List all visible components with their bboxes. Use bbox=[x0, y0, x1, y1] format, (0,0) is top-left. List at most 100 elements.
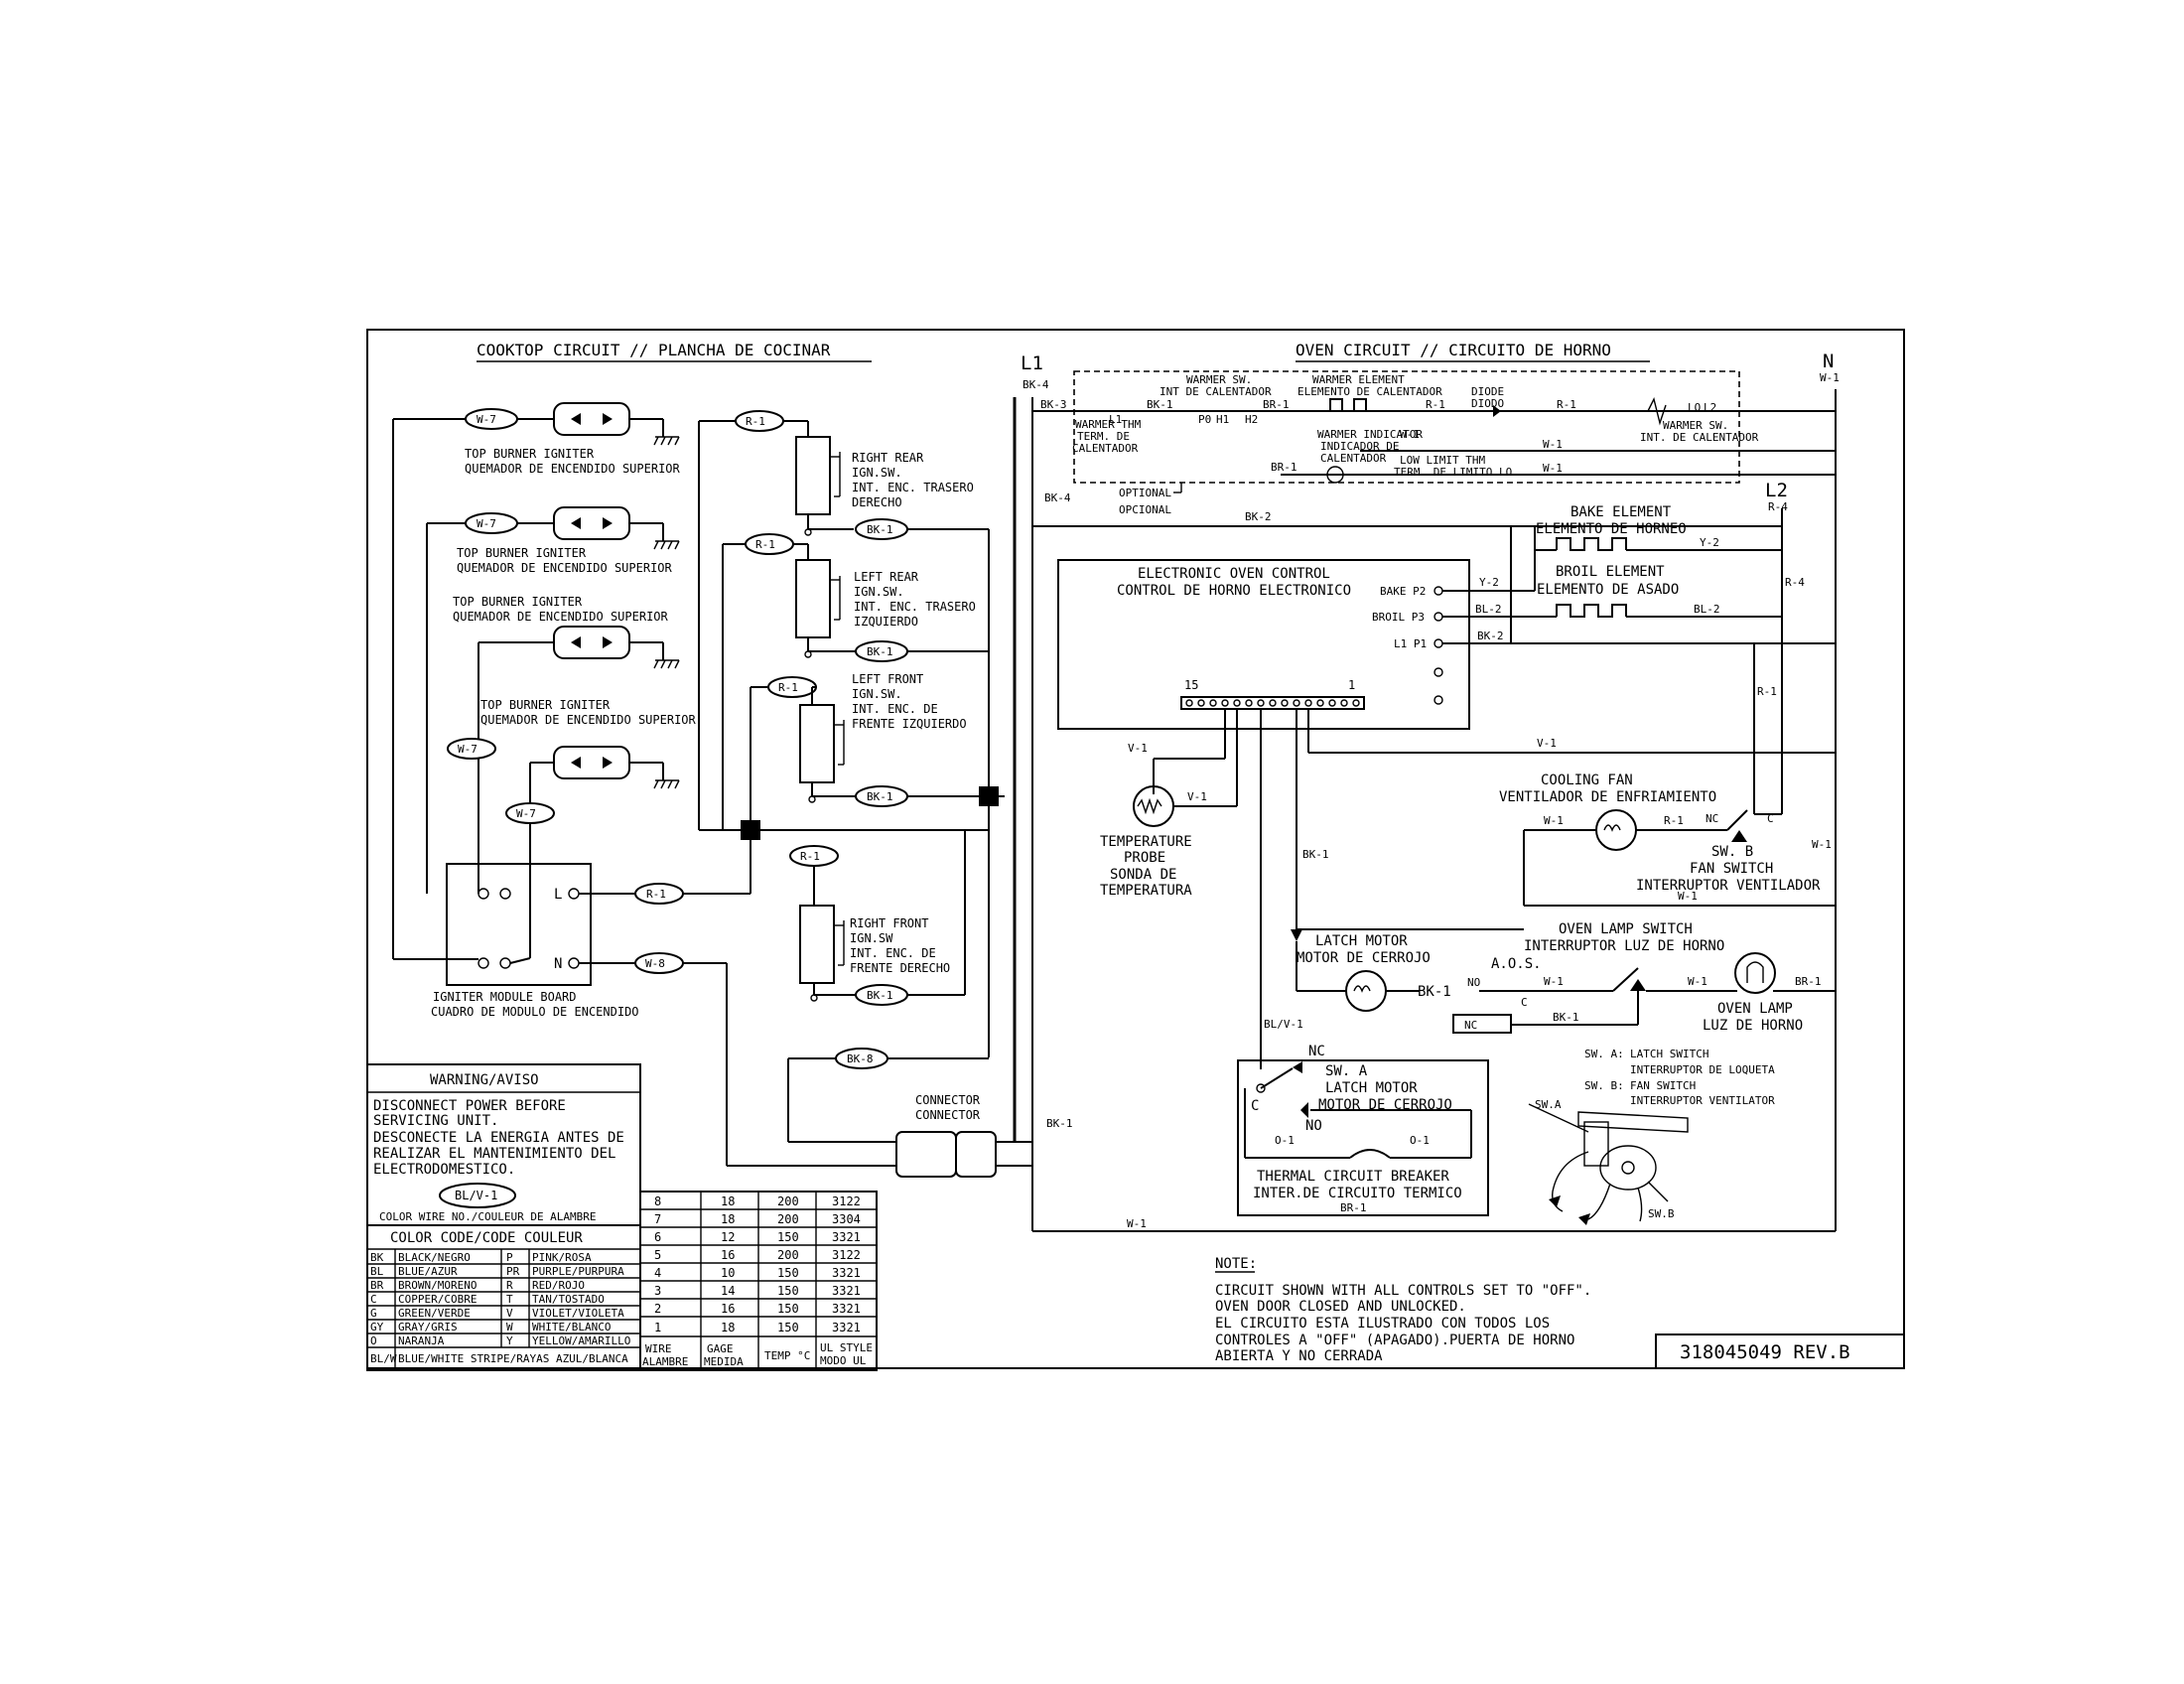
svg-text:WARMER SW.: WARMER SW. bbox=[1186, 373, 1252, 386]
svg-text:P0: P0 bbox=[1198, 413, 1211, 426]
svg-text:TOP BURNER IGNITER: TOP BURNER IGNITER bbox=[453, 595, 583, 609]
svg-text:EL CIRCUITO ESTA ILUSTRADO CON: EL CIRCUITO ESTA ILUSTRADO CON TODOS LOS bbox=[1215, 1316, 1550, 1332]
svg-text:L1: L1 bbox=[1109, 413, 1122, 426]
svg-text:SW. A: SW. A bbox=[1325, 1063, 1368, 1079]
svg-text:INTER.DE CIRCUITO TERMICO: INTER.DE CIRCUITO TERMICO bbox=[1253, 1186, 1462, 1201]
svg-text:R-1: R-1 bbox=[746, 415, 765, 428]
svg-text:NC: NC bbox=[1308, 1044, 1325, 1059]
svg-text:18: 18 bbox=[721, 1321, 735, 1334]
svg-text:INTERRUPTOR VENTILADOR: INTERRUPTOR VENTILADOR bbox=[1636, 878, 1821, 894]
warning-box: WARNING/AVISO DISCONNECT POWER BEFORE SE… bbox=[366, 1063, 641, 1226]
svg-text:P: P bbox=[506, 1251, 513, 1264]
svg-text:LATCH MOTOR: LATCH MOTOR bbox=[1325, 1080, 1418, 1096]
svg-text:IGN.SW.: IGN.SW. bbox=[852, 466, 902, 480]
svg-text:TEMPERATURE: TEMPERATURE bbox=[1100, 834, 1192, 850]
svg-text:BR: BR bbox=[370, 1279, 384, 1292]
svg-text:SW.A: SW.A bbox=[1535, 1098, 1562, 1111]
svg-text:A.O.S.: A.O.S. bbox=[1491, 956, 1542, 972]
svg-text:10: 10 bbox=[721, 1266, 735, 1280]
svg-text:WARMER THM: WARMER THM bbox=[1075, 418, 1142, 431]
svg-text:CONNECTOR: CONNECTOR bbox=[915, 1093, 981, 1107]
svg-text:Y-2: Y-2 bbox=[1479, 576, 1499, 589]
svg-text:IGN.SW: IGN.SW bbox=[850, 931, 893, 945]
svg-text:CONTROL DE HORNO ELECTRONICO: CONTROL DE HORNO ELECTRONICO bbox=[1117, 583, 1351, 599]
svg-text:MOTOR DE CERROJO: MOTOR DE CERROJO bbox=[1297, 950, 1431, 966]
svg-text:6: 6 bbox=[654, 1230, 661, 1244]
svg-text:L1 P1: L1 P1 bbox=[1394, 637, 1427, 650]
svg-text:CIRCUIT SHOWN WITH ALL CONTROL: CIRCUIT SHOWN WITH ALL CONTROLS SET TO "… bbox=[1215, 1283, 1591, 1299]
svg-text:R-1: R-1 bbox=[1664, 814, 1684, 827]
oven-section: OVEN CIRCUIT // CIRCUITO DE HORNO L1 BK-… bbox=[1013, 341, 1840, 1232]
svg-text:WARMER ELEMENT: WARMER ELEMENT bbox=[1312, 373, 1405, 386]
svg-text:BL-2: BL-2 bbox=[1475, 603, 1502, 616]
svg-text:IGN.SW.: IGN.SW. bbox=[852, 687, 902, 701]
svg-text:WARMER INDICATOR: WARMER INDICATOR bbox=[1317, 428, 1423, 441]
svg-text:R-1: R-1 bbox=[778, 681, 798, 694]
oven-lamp-switch: OVEN LAMP SWITCH INTERRUPTOR LUZ DE HORN… bbox=[1524, 921, 1836, 992]
svg-text:R-4: R-4 bbox=[1768, 500, 1788, 513]
svg-text:GAGE: GAGE bbox=[707, 1342, 734, 1355]
svg-text:1: 1 bbox=[654, 1321, 661, 1334]
top-burner-igniter: TOP BURNER IGNITER QUEMADOR DE ENCENDIDO… bbox=[453, 595, 680, 894]
svg-text:O-1: O-1 bbox=[1275, 1134, 1295, 1147]
svg-text:ELECTRONIC OVEN CONTROL: ELECTRONIC OVEN CONTROL bbox=[1138, 566, 1330, 582]
svg-text:CUADRO DE MODULO DE ENCENDIDO: CUADRO DE MODULO DE ENCENDIDO bbox=[431, 1005, 639, 1019]
svg-text:H2: H2 bbox=[1245, 413, 1258, 426]
svg-text:14: 14 bbox=[721, 1284, 735, 1298]
svg-text:SW.B: SW.B bbox=[1648, 1207, 1675, 1220]
svg-text:DESCONECTE LA ENERGIA ANTES DE: DESCONECTE LA ENERGIA ANTES DE bbox=[373, 1130, 624, 1146]
svg-text:V-1: V-1 bbox=[1537, 737, 1557, 750]
svg-text:1: 1 bbox=[1348, 678, 1355, 692]
svg-text:W-1: W-1 bbox=[1544, 975, 1564, 988]
svg-text:G: G bbox=[370, 1307, 377, 1320]
svg-text:BK-1: BK-1 bbox=[1046, 1117, 1073, 1130]
svg-text:T: T bbox=[506, 1293, 513, 1306]
svg-text:VENTILADOR DE ENFRIAMIENTO: VENTILADOR DE ENFRIAMIENTO bbox=[1499, 789, 1716, 805]
svg-text:18: 18 bbox=[721, 1194, 735, 1208]
svg-text:C: C bbox=[1251, 1098, 1259, 1114]
svg-text:N: N bbox=[1823, 351, 1834, 372]
svg-text:W-1: W-1 bbox=[1688, 975, 1707, 988]
svg-text:RED/ROJO: RED/ROJO bbox=[532, 1279, 585, 1292]
svg-text:WHITE/BLANCO: WHITE/BLANCO bbox=[532, 1321, 611, 1333]
svg-text:3321: 3321 bbox=[832, 1230, 861, 1244]
svg-text:Y-2: Y-2 bbox=[1700, 536, 1719, 549]
svg-text:INT DE CALENTADOR: INT DE CALENTADOR bbox=[1160, 385, 1272, 398]
svg-text:BK: BK bbox=[370, 1251, 384, 1264]
warning-title: WARNING/AVISO bbox=[430, 1072, 539, 1088]
svg-text:ELECTRODOMESTICO.: ELECTRODOMESTICO. bbox=[373, 1162, 515, 1178]
svg-text:COOLING FAN: COOLING FAN bbox=[1541, 772, 1633, 788]
svg-text:12: 12 bbox=[721, 1230, 735, 1244]
svg-text:LEFT FRONT: LEFT FRONT bbox=[852, 672, 923, 686]
svg-text:SONDA DE: SONDA DE bbox=[1110, 867, 1176, 883]
svg-text:L2: L2 bbox=[1704, 401, 1716, 414]
svg-text:PROBE: PROBE bbox=[1124, 850, 1165, 866]
svg-text:BK-1: BK-1 bbox=[867, 790, 893, 803]
svg-text:8: 8 bbox=[654, 1194, 661, 1208]
svg-text:TAN/TOSTADO: TAN/TOSTADO bbox=[532, 1293, 605, 1306]
svg-text:OVEN LAMP: OVEN LAMP bbox=[1717, 1001, 1793, 1017]
svg-text:BK-1: BK-1 bbox=[1553, 1011, 1579, 1024]
svg-text:SW. A:: SW. A: bbox=[1584, 1048, 1624, 1060]
svg-text:NO: NO bbox=[1467, 976, 1480, 989]
cooktop-title: COOKTOP CIRCUIT // PLANCHA DE COCINAR bbox=[477, 341, 831, 359]
ignition-switch: R-1 BK-1 RIGHT REAR IGN.SW. INT. ENC. TR… bbox=[735, 410, 989, 540]
svg-text:BK-1: BK-1 bbox=[1302, 848, 1329, 861]
svg-text:R-1: R-1 bbox=[1757, 685, 1777, 698]
diagram-border bbox=[366, 329, 1905, 1369]
svg-text:SW. B: SW. B bbox=[1711, 844, 1753, 860]
svg-text:W-1: W-1 bbox=[1543, 462, 1563, 475]
svg-text:150: 150 bbox=[777, 1321, 799, 1334]
svg-text:NC: NC bbox=[1464, 1019, 1477, 1032]
svg-text:CALENTADOR: CALENTADOR bbox=[1072, 442, 1139, 455]
cooktop-section: COOKTOP CIRCUIT // PLANCHA DE COCINAR W-… bbox=[392, 341, 1033, 1231]
svg-text:INDICADOR DE: INDICADOR DE bbox=[1320, 440, 1399, 453]
svg-text:CONNECTOR: CONNECTOR bbox=[915, 1108, 981, 1122]
svg-text:W-1: W-1 bbox=[1812, 838, 1832, 851]
svg-text:BK-1: BK-1 bbox=[1147, 398, 1173, 411]
svg-text:ELEMENTO DE ASADO: ELEMENTO DE ASADO bbox=[1537, 582, 1679, 598]
svg-text:W-8: W-8 bbox=[645, 957, 665, 970]
svg-text:LEFT REAR: LEFT REAR bbox=[854, 570, 919, 584]
cooling-fan: COOLING FAN VENTILADOR DE ENFRIAMIENTO W… bbox=[1499, 772, 1832, 906]
svg-text:LOW LIMIT THM: LOW LIMIT THM bbox=[1400, 454, 1485, 467]
